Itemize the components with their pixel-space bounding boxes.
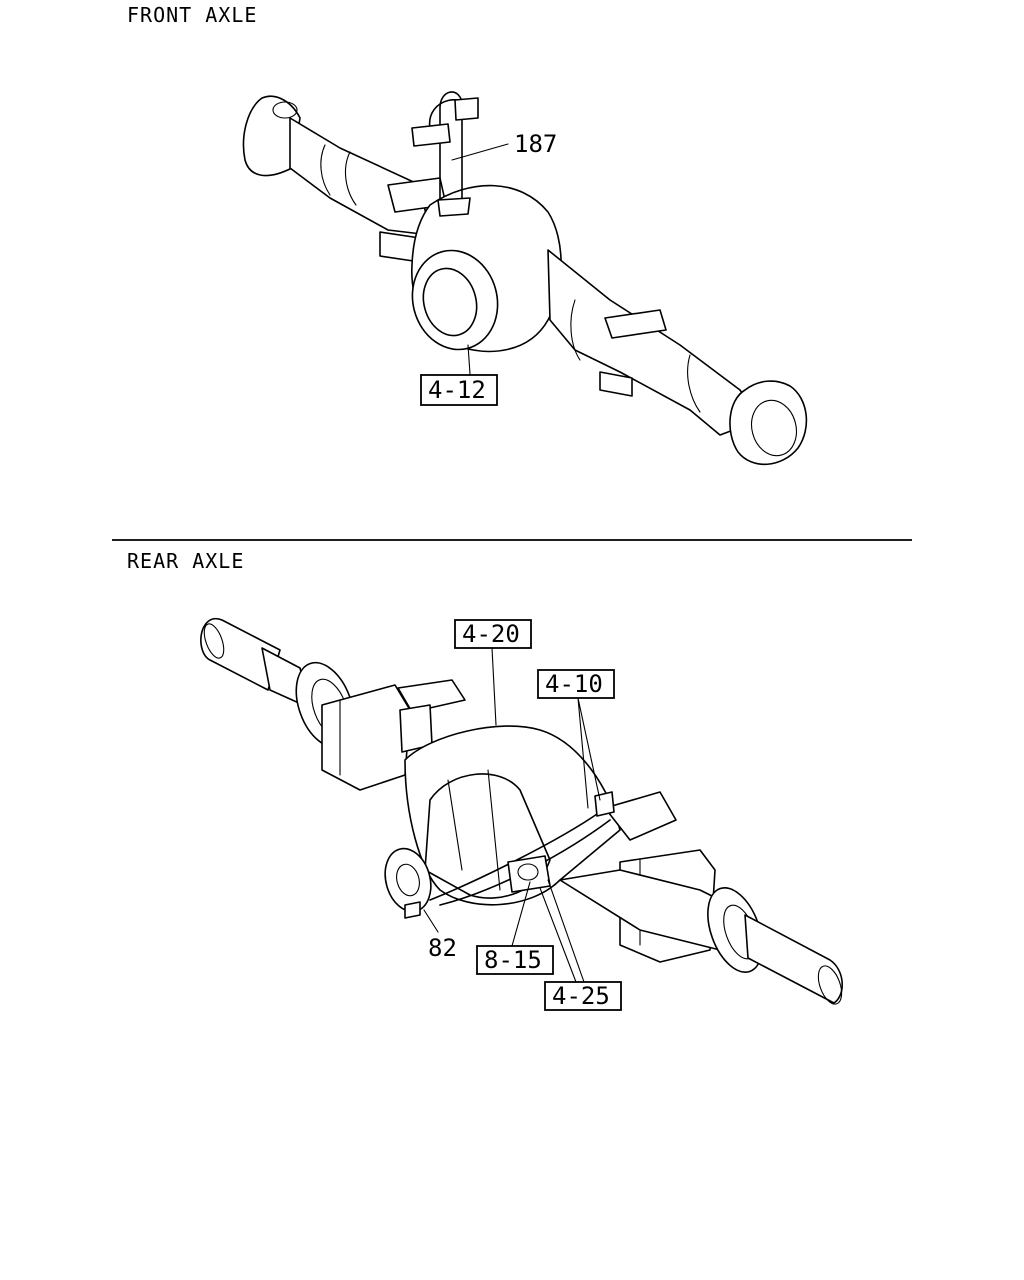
front-axle-title: FRONT AXLE	[127, 3, 257, 27]
callout-4-20: 4-20	[462, 620, 520, 648]
rear-axle-illustration	[200, 617, 843, 1005]
callout-4-10: 4-10	[545, 670, 603, 698]
callout-82-leader	[423, 909, 439, 933]
callout-4-25-leader	[539, 879, 585, 983]
callout-8-15: 8-15	[484, 946, 542, 974]
rear-axle-title: REAR AXLE	[127, 549, 244, 573]
callout-4-10-box	[537, 669, 615, 699]
callout-4-25-box	[544, 981, 622, 1011]
callout-8-15-box	[476, 945, 554, 975]
callout-4-20-leader	[491, 647, 497, 726]
callout-82: 82	[428, 934, 457, 962]
callout-4-25: 4-25	[552, 982, 610, 1010]
callout-8-15-leader	[511, 881, 531, 947]
callout-4-12: 4-12	[428, 376, 486, 404]
front-axle-illustration	[242, 91, 808, 466]
callout-4-12-box	[420, 374, 498, 406]
callout-4-20-box	[454, 619, 532, 649]
callout-187-leader	[451, 143, 509, 161]
callout-4-10-leader	[577, 697, 601, 809]
callout-187: 187	[514, 130, 557, 158]
callout-4-12-leader	[467, 344, 471, 375]
